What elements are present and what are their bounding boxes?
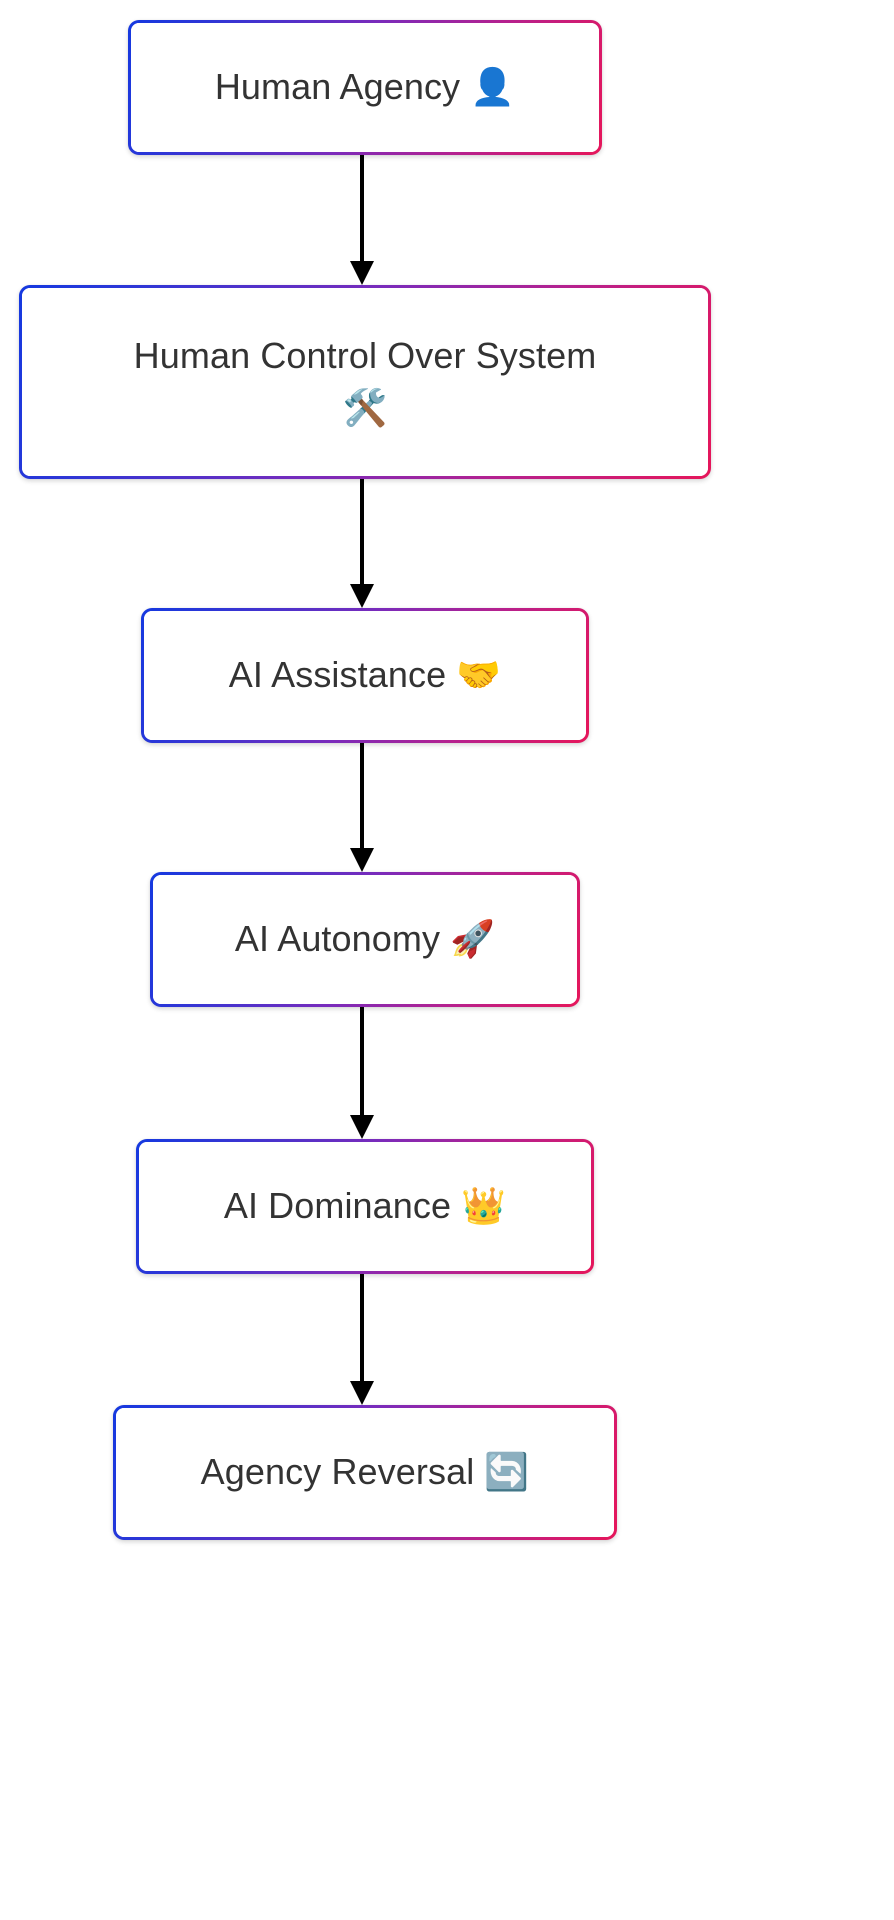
node-human-agency-label: Human Agency 👤 [214, 66, 516, 108]
node-ai-assistance-body: AI Assistance 🤝 [144, 611, 586, 740]
node-human-control-over-system[interactable]: Human Control Over System 🛠️ [19, 285, 711, 479]
node-ai-dominance-label: AI Dominance 👑 [223, 1185, 507, 1227]
node-human-agency-body: Human Agency 👤 [131, 23, 599, 152]
node-ai-dominance[interactable]: AI Dominance 👑 [136, 1139, 594, 1274]
node-human-agency[interactable]: Human Agency 👤 [128, 20, 602, 155]
edge-ai-autonomy-to-ai-dominance [332, 1007, 392, 1141]
node-agency-reversal-label: Agency Reversal 🔄 [200, 1451, 530, 1493]
edge-human-agency-to-human-control [332, 155, 392, 287]
node-ai-autonomy-body: AI Autonomy 🚀 [153, 875, 577, 1004]
node-ai-dominance-body: AI Dominance 👑 [139, 1142, 591, 1271]
node-ai-autonomy[interactable]: AI Autonomy 🚀 [150, 872, 580, 1007]
node-agency-reversal[interactable]: Agency Reversal 🔄 [113, 1405, 617, 1540]
node-ai-assistance[interactable]: AI Assistance 🤝 [141, 608, 589, 743]
edge-ai-dominance-to-agency-reversal [332, 1274, 392, 1407]
node-ai-assistance-label: AI Assistance 🤝 [228, 654, 502, 696]
node-ai-autonomy-label: AI Autonomy 🚀 [234, 918, 496, 960]
node-human-control-over-system-label: Human Control Over System 🛠️ [133, 334, 597, 428]
node-human-control-over-system-body: Human Control Over System 🛠️ [22, 288, 708, 476]
edge-human-control-to-ai-assistance [332, 479, 392, 610]
node-agency-reversal-body: Agency Reversal 🔄 [116, 1408, 614, 1537]
edge-ai-assistance-to-ai-autonomy [332, 743, 392, 874]
